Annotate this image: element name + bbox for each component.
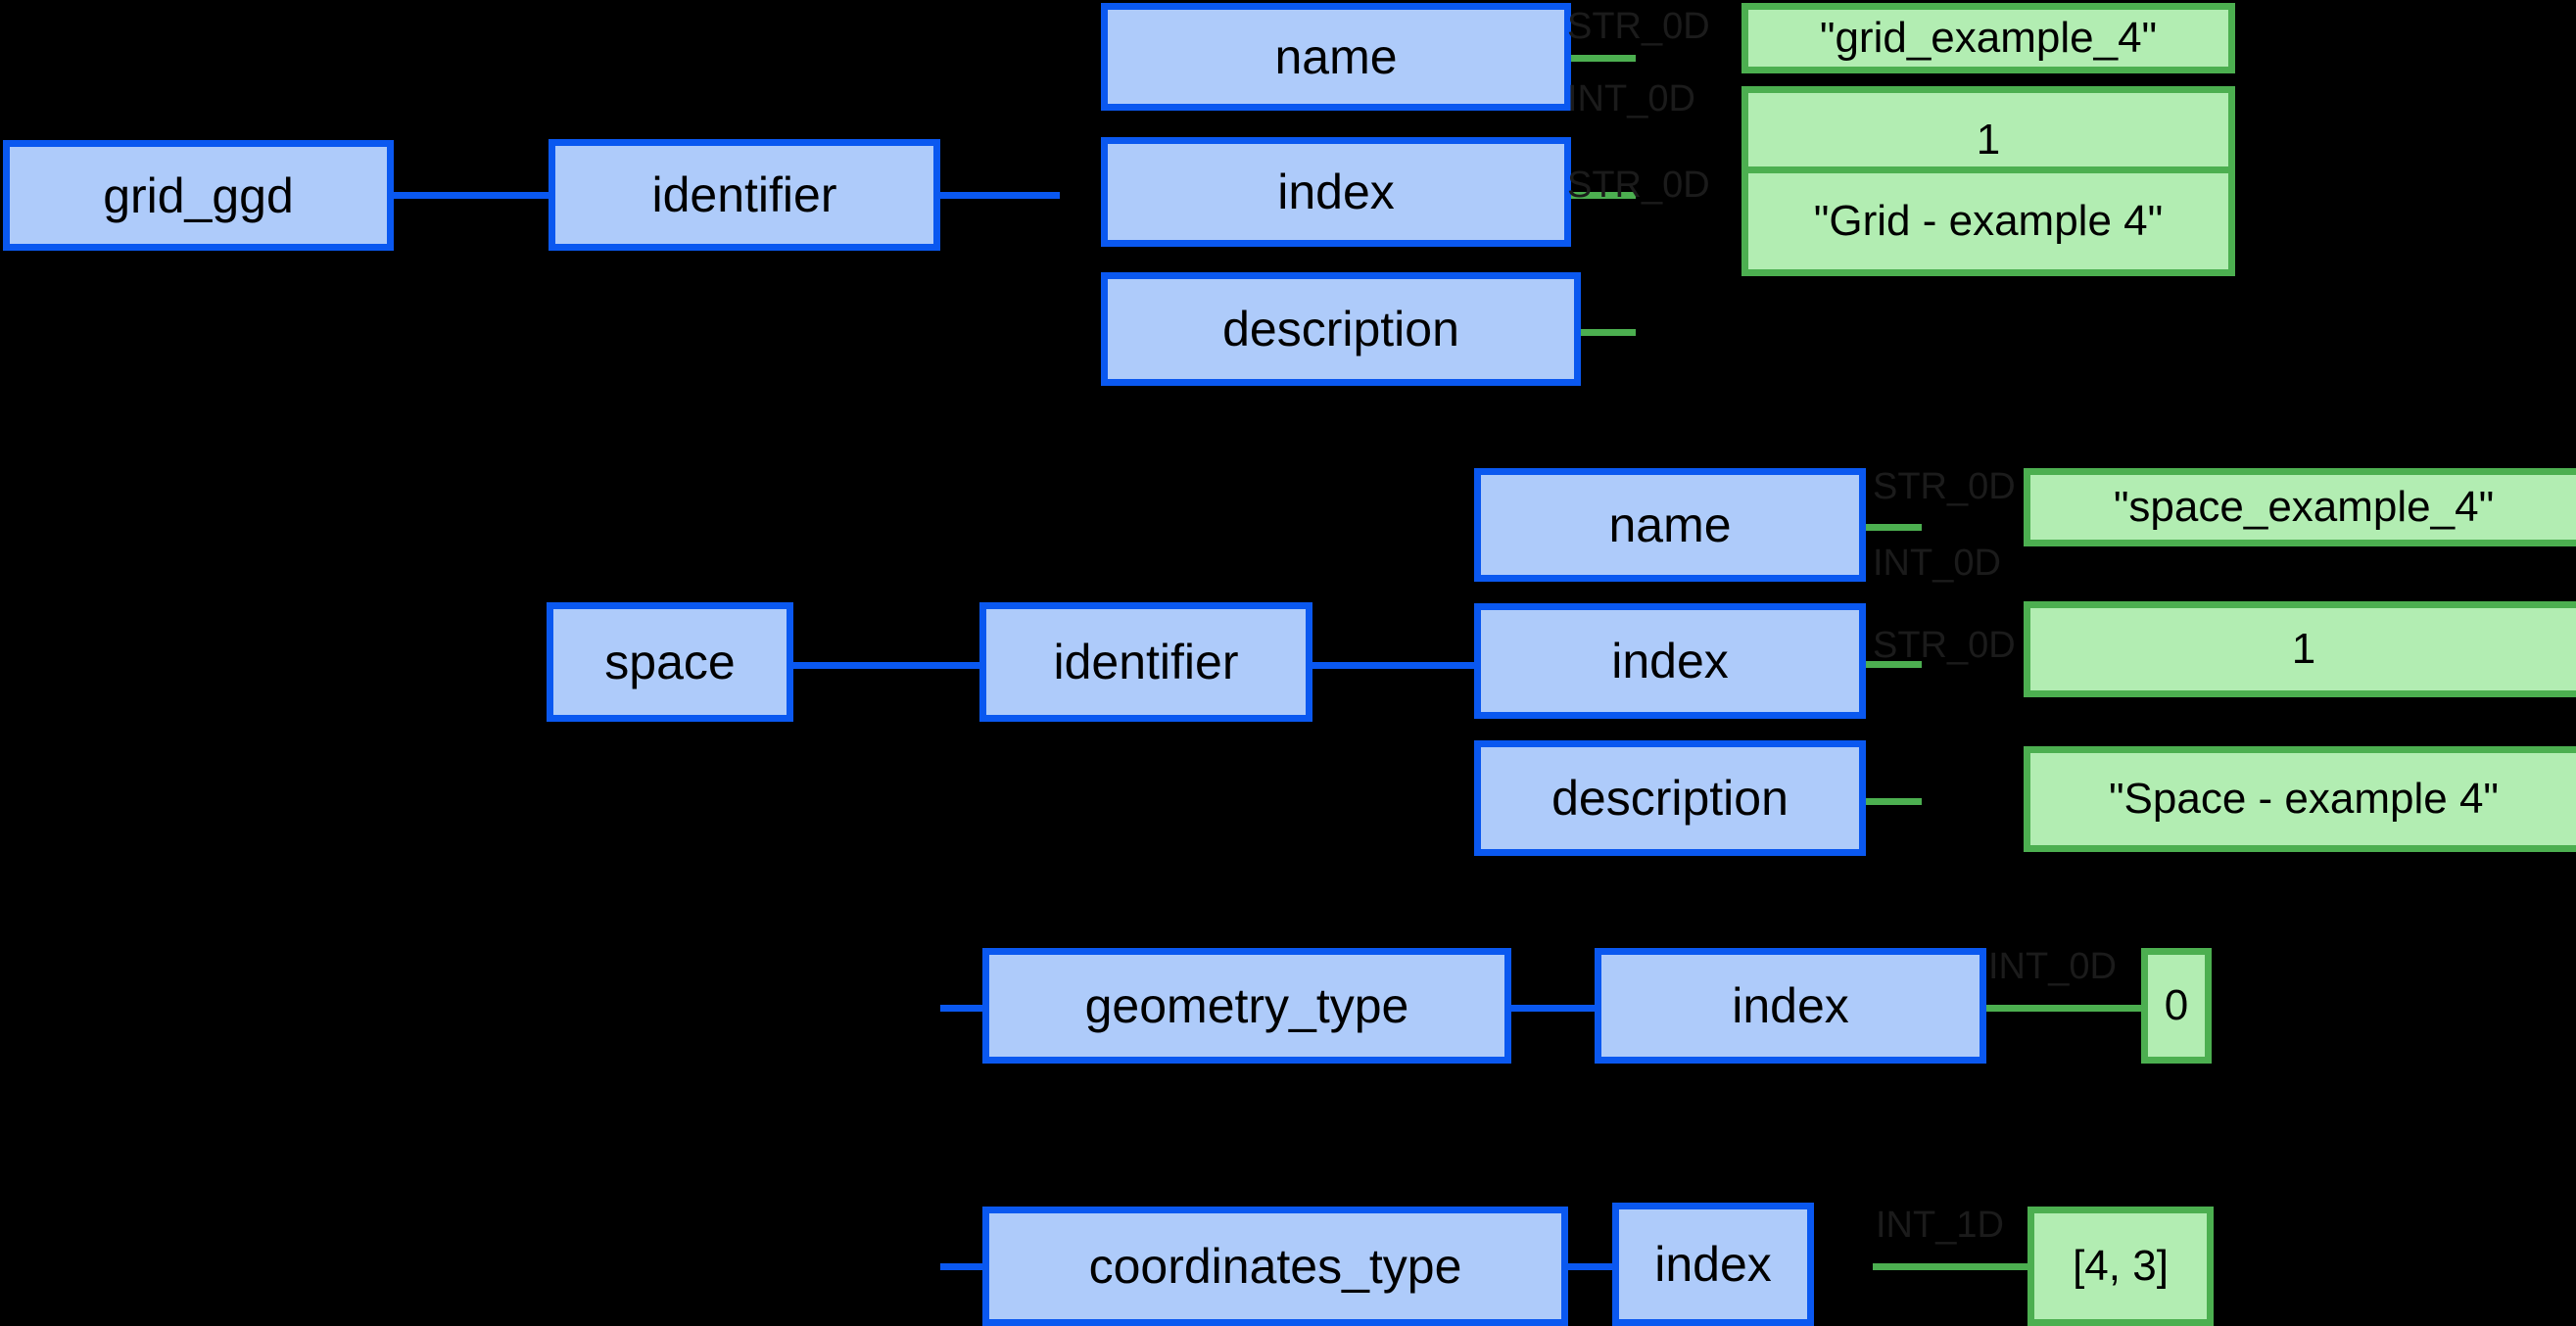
node-space-description-label: description: [1551, 771, 1789, 826]
value-geometry-type-index-text: 0: [2164, 981, 2189, 1029]
edge-geometry-type-to-index: [1506, 1005, 1595, 1012]
edge-label-space-name-type: STR_0D: [1873, 466, 2016, 507]
node-geometry-type-index[interactable]: index: [1595, 948, 1986, 1064]
node-grid-ggd-label: grid_ggd: [103, 167, 294, 223]
edge-label-grid-description-type: STR_0D: [1567, 165, 1710, 206]
value-space-index-text: 1: [2291, 625, 2316, 673]
node-grid-name-label: name: [1274, 29, 1398, 84]
edge-identifier-to-description: [932, 192, 1060, 199]
edge-grid-name-to-value: [1567, 55, 1636, 62]
node-space-name[interactable]: name: [1474, 468, 1866, 582]
node-space-name-label: name: [1608, 497, 1732, 552]
node-space[interactable]: space: [547, 602, 793, 722]
edge-space-name-to-value: [1853, 524, 1922, 531]
node-grid-index[interactable]: index: [1101, 137, 1571, 247]
value-space-index[interactable]: 1: [2024, 601, 2576, 697]
node-coordinates-type-index[interactable]: index: [1612, 1203, 1814, 1326]
node-space-index[interactable]: index: [1474, 603, 1866, 719]
edge-label-geometry-type-index-type: INT_0D: [1988, 946, 2117, 987]
value-coordinates-type-index[interactable]: [4, 3]: [2027, 1207, 2214, 1326]
value-space-name-text: "space_example_4": [2113, 483, 2495, 531]
node-coordinates-type-index-label: index: [1654, 1237, 1772, 1292]
value-grid-name[interactable]: "grid_example_4": [1741, 3, 2235, 73]
value-grid-index-text: 1: [1976, 116, 2001, 164]
edge-space-description-to-value: [1853, 798, 1922, 805]
node-grid-identifier[interactable]: identifier: [549, 139, 940, 251]
node-coordinates-type[interactable]: coordinates_type: [982, 1207, 1568, 1326]
value-grid-description-text: "Grid - example 4": [1813, 197, 2164, 245]
node-geometry-type-label: geometry_type: [1084, 978, 1409, 1033]
edge-space-to-geometry-type: [940, 1005, 989, 1012]
value-grid-name-text: "grid_example_4": [1819, 14, 2158, 62]
value-coordinates-type-index-text: [4, 3]: [2073, 1242, 2169, 1290]
edge-label-grid-index-type: INT_0D: [1567, 78, 1695, 119]
edge-geometry-type-index-to-value: [1980, 1005, 2167, 1012]
node-grid-ggd[interactable]: grid_ggd: [3, 140, 394, 251]
node-grid-description[interactable]: description: [1101, 272, 1581, 386]
edge-grid-ggd-to-identifier: [390, 192, 556, 199]
value-space-description-text: "Space - example 4": [2108, 775, 2500, 823]
node-geometry-type-index-label: index: [1732, 978, 1849, 1033]
value-geometry-type-index[interactable]: 0: [2141, 948, 2212, 1064]
node-grid-identifier-label: identifier: [651, 167, 837, 222]
node-space-index-label: index: [1611, 634, 1729, 688]
edge-grid-description-to-value: [1567, 329, 1636, 336]
node-geometry-type[interactable]: geometry_type: [982, 948, 1511, 1064]
edge-space-to-identifier: [788, 662, 979, 669]
edge-coordinates-type-index-to-value: [1873, 1263, 2029, 1270]
edge-label-space-description-type: STR_0D: [1873, 625, 2016, 666]
edge-space-to-coordinates-type: [940, 1263, 989, 1270]
node-space-label: space: [604, 635, 736, 689]
edge-space-identifier-to-children: [1311, 662, 1477, 669]
value-grid-description[interactable]: "Grid - example 4": [1741, 166, 2235, 276]
edge-label-grid-name-type: STR_0D: [1567, 6, 1710, 47]
value-space-description[interactable]: "Space - example 4": [2024, 746, 2576, 852]
node-space-identifier[interactable]: identifier: [979, 602, 1312, 722]
node-coordinates-type-label: coordinates_type: [1088, 1239, 1462, 1294]
node-space-description[interactable]: description: [1474, 740, 1866, 856]
node-space-identifier-label: identifier: [1053, 635, 1239, 689]
node-grid-description-label: description: [1222, 302, 1459, 356]
edge-label-space-index-type: INT_0D: [1873, 543, 2001, 584]
node-grid-index-label: index: [1277, 165, 1395, 219]
edge-label-coordinates-type-index-type: INT_1D: [1876, 1205, 2004, 1246]
edge-space-index-to-value: [1853, 661, 1922, 668]
edge-grid-index-to-value: [1567, 192, 1636, 199]
value-space-name[interactable]: "space_example_4": [2024, 468, 2576, 546]
edge-coordinates-type-to-index: [1563, 1263, 1612, 1270]
node-grid-name[interactable]: name: [1101, 3, 1571, 111]
